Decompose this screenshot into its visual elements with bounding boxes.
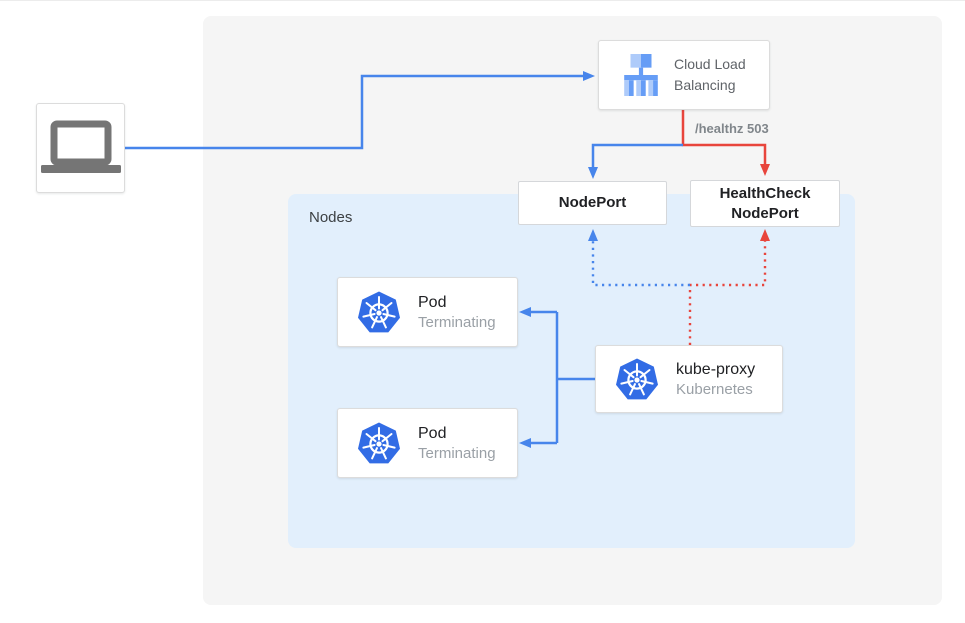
pod-status: Terminating	[418, 313, 496, 331]
pod-title: Pod	[418, 424, 447, 442]
healthz-edge-label: /healthz 503	[695, 121, 769, 136]
nodes-group-label: Nodes	[309, 209, 353, 226]
kube-proxy-title: kube-proxy	[676, 360, 756, 378]
kubernetes-icon	[358, 291, 400, 333]
load-balancer-icon	[624, 54, 658, 96]
load-balancer-node: Cloud Load Balancing	[598, 40, 770, 110]
load-balancer-label: Cloud Load Balancing	[674, 56, 746, 93]
pod-node-2: Pod Terminating	[337, 408, 518, 478]
top-divider	[0, 0, 965, 1]
client-node	[36, 103, 125, 193]
pod-node-1: Pod Terminating	[337, 277, 518, 347]
laptop-icon	[40, 120, 121, 173]
nodeport-node: NodePort	[518, 181, 667, 225]
pod-status: Terminating	[418, 444, 496, 462]
kubernetes-icon	[358, 422, 400, 464]
kube-proxy-subtitle: Kubernetes	[676, 380, 753, 398]
kubernetes-icon	[616, 358, 658, 400]
healthcheck-nodeport-node: HealthCheck NodePort	[690, 180, 840, 227]
pod-title: Pod	[418, 293, 447, 311]
kube-proxy-node: kube-proxy Kubernetes	[595, 345, 783, 413]
